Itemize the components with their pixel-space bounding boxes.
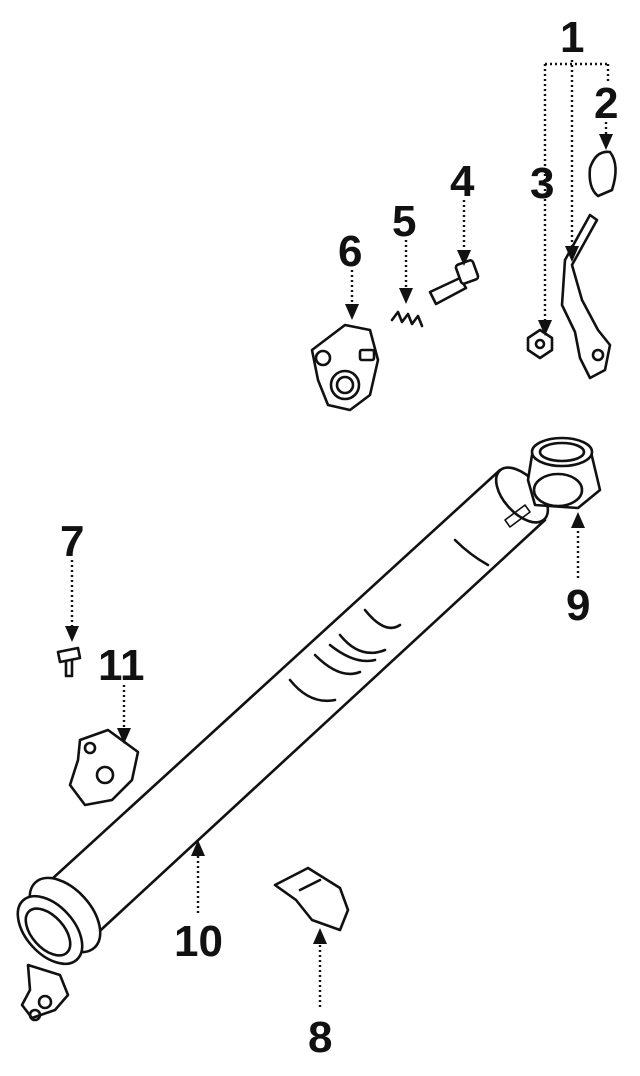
callout-7: 7 bbox=[60, 517, 84, 566]
callout-11: 11 bbox=[98, 641, 145, 690]
callout-2: 2 bbox=[594, 79, 618, 128]
callout-8: 8 bbox=[308, 1013, 332, 1062]
callout-5: 5 bbox=[392, 197, 416, 246]
callout-6: 6 bbox=[338, 227, 362, 276]
part-4-bolt bbox=[428, 259, 480, 306]
callouts: 1 2 3 4 5 6 7 11 9 10 8 bbox=[60, 13, 618, 1062]
part-8-clamp bbox=[273, 866, 350, 932]
part-1-lever bbox=[560, 213, 612, 380]
part-6-housing bbox=[310, 323, 380, 412]
part-3-nut bbox=[526, 328, 554, 360]
callout-10: 10 bbox=[174, 917, 223, 966]
callout-1: 1 bbox=[560, 13, 584, 62]
part-5-spring bbox=[390, 310, 424, 328]
callout-3: 3 bbox=[530, 159, 554, 208]
part-10-column-tube bbox=[16, 466, 550, 1022]
callout-9: 9 bbox=[566, 581, 590, 630]
callout-4: 4 bbox=[450, 157, 475, 206]
part-7-screw bbox=[56, 646, 82, 678]
part-2-knob bbox=[588, 150, 617, 198]
part-11-clip bbox=[68, 728, 140, 807]
part-9-bearing bbox=[526, 436, 602, 510]
leader-lines bbox=[65, 60, 613, 1010]
